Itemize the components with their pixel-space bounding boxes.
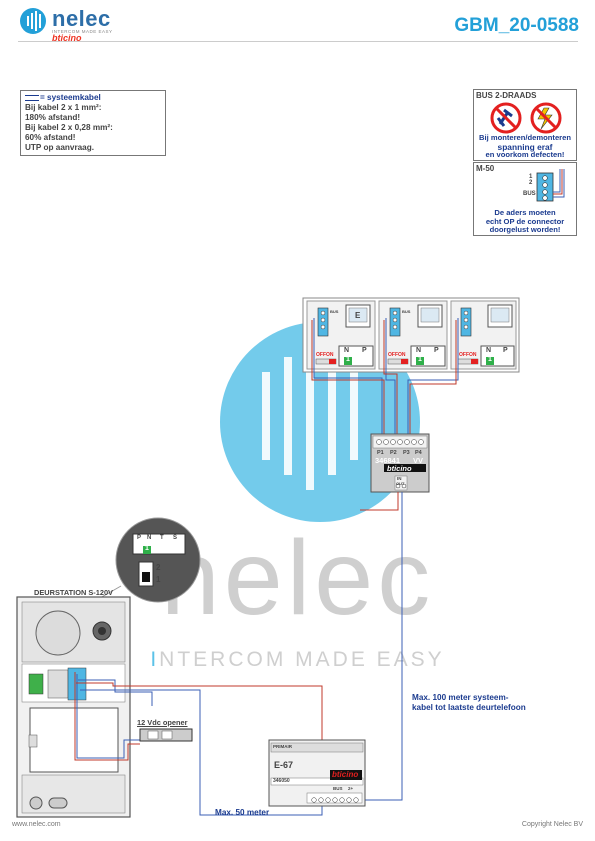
monitor-3 [450, 300, 517, 370]
max-50-note: Max. 50 meter [215, 808, 270, 817]
door-station-s120v [16, 596, 131, 818]
distributor-port-p1: P1 [377, 450, 384, 456]
watermark-brand: nelec [160, 519, 435, 637]
m50-note: De aders moeten echt OP de connector doo… [485, 208, 565, 235]
monitor-3-switch-label: OFFON [459, 352, 477, 358]
door-station-title: DEURSTATION S-120V [34, 588, 113, 597]
sub-brand: bticino [52, 33, 82, 43]
monitor-2-col-p: P [434, 347, 439, 354]
m50-box-title: M-50 [476, 164, 495, 173]
psu-terminal-2plus: 2+ [348, 786, 354, 791]
jumper-label-2: 2 [156, 563, 161, 572]
monitor-2 [378, 300, 448, 370]
distributor-out-label: OUT [396, 481, 405, 486]
m50-terminal-1-label: 1 [529, 174, 533, 180]
distributor-in-label: IN [397, 476, 402, 481]
cable-legend: = systeemkabel Bij kabel 2 x 1 mm²: 180%… [20, 90, 166, 156]
monitor-1-col-p: P [362, 347, 367, 354]
legend-line: UTP op aanvraag. [25, 143, 95, 152]
legend-line: Bij kabel 2 x 1 mm²: [25, 103, 102, 112]
monitor-3-col-n: N [486, 347, 492, 354]
psu-code: 346050 [273, 778, 290, 784]
monitor-2-address: 1 [418, 356, 422, 363]
distributor-port-p3: P3 [403, 450, 410, 456]
bus-warning-box: BUS 2-DRAADS Bij monteren/demonteren spa… [473, 89, 577, 161]
bus-warning-text: Bij monteren/demonteren spanning eraf en… [479, 133, 571, 160]
distributor-suffix: VV [413, 456, 424, 465]
psu-header: PRIMAIR [273, 744, 292, 749]
zoom-address: 1 [145, 545, 149, 552]
monitor-1-col-n: N [344, 347, 350, 354]
distributor-code: 346841 [375, 456, 401, 465]
m50-bus-label: BUS [523, 191, 536, 197]
document-id: GBM_20-0588 [454, 15, 579, 36]
zoom-callout [115, 517, 201, 603]
watermark-tagline: INTERCOM MADE EASY [150, 648, 445, 671]
footer-copyright: Copyright Nelec BV [521, 821, 583, 828]
zoom-label-s: S [173, 535, 178, 541]
legend-title: = systeemkabel [25, 93, 161, 103]
door-opener [139, 728, 193, 742]
brand-tagline: INTERCOM MADE EASY [52, 29, 113, 34]
jumper-label-1: 1 [156, 575, 161, 584]
no-plug-icons [490, 102, 562, 134]
psu-terminal-bus: BUS [333, 786, 343, 791]
legend-line: 60% afstand! [25, 133, 76, 142]
monitor-3-col-p: P [503, 347, 508, 354]
nelec-logo-icon [20, 8, 46, 34]
monitor-1-switch-label: OFFON [316, 352, 334, 358]
distributor-346841 [370, 433, 430, 493]
monitor-2-col-n: N [416, 347, 422, 354]
zoom-label-t: T [160, 535, 164, 541]
psu-brand: bticino [332, 770, 359, 779]
opener-label: 12 Vdc opener [137, 718, 188, 727]
monitor-2-bus-label: BUS [402, 309, 411, 314]
monitor-1 [306, 300, 376, 370]
bus-box-title: BUS 2-DRAADS [476, 91, 537, 100]
psu-model: E-67 [274, 760, 294, 770]
power-supply-e67 [268, 739, 366, 807]
header-divider [18, 41, 578, 42]
m50-connector-icon [536, 169, 565, 202]
monitor-3-address: 1 [488, 356, 492, 363]
footer-website: www.nelec.com [12, 821, 61, 828]
brand-name: nelec [52, 6, 111, 31]
monitor-1-bus-label: BUS [330, 309, 339, 314]
m50-terminal-2-label: 2 [529, 180, 533, 186]
monitor-1-screen-letter: E [355, 311, 361, 320]
monitor-2-switch-label: OFFON [388, 352, 406, 358]
monitor-1-address: 1 [346, 356, 350, 363]
distributor-port-p2: P2 [390, 450, 397, 456]
max-100-note: Max. 100 meter systeem- kabel tot laatst… [412, 693, 526, 712]
zoom-label-n: N [147, 535, 152, 541]
legend-line: 180% afstand! [25, 113, 81, 122]
zoom-label-p: P [137, 535, 142, 541]
legend-line: Bij kabel 2 x 0,28 mm²: [25, 123, 113, 132]
distributor-brand: bticino [387, 464, 412, 473]
m50-box: M-50 1 2 BUS De aders moeten echt OP de … [473, 162, 577, 236]
distributor-port-p4: P4 [415, 450, 422, 456]
